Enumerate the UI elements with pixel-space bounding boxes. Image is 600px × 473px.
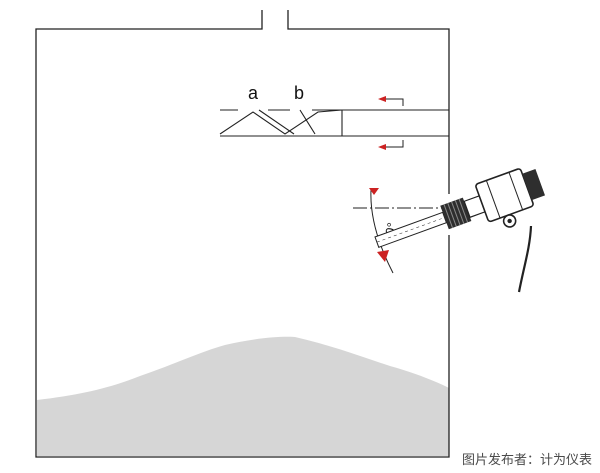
angle-arc: [370, 189, 394, 274]
tank-outline: [35, 10, 450, 458]
bulk-material: [37, 336, 449, 456]
watermark: 图片发布者：计为仪表: [461, 453, 592, 468]
sensor-cap: [522, 169, 545, 201]
level-sensor: [374, 168, 545, 248]
sensor-cable-inner: [520, 225, 534, 293]
label-a: a: [248, 83, 259, 103]
flow-arrow-bottom: [378, 140, 404, 150]
sensor-cable: [517, 225, 533, 293]
flow-arrow-top: [378, 96, 404, 106]
angle-arrow-top: [369, 188, 379, 195]
range-indicator: [219, 109, 449, 137]
label-b: b: [294, 83, 304, 103]
angle-arrow-bottom: [377, 250, 389, 262]
